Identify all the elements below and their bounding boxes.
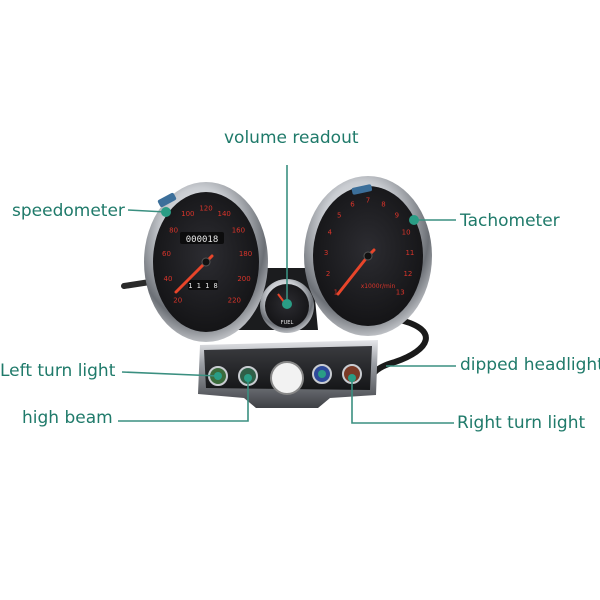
dot-speedometer (161, 207, 171, 217)
label-right-turn-light: Right turn light (457, 413, 586, 433)
pointer-dots (161, 207, 419, 382)
leader-left-turn (121, 371, 219, 377)
tach-tick-5: 5 (337, 212, 341, 220)
trip-window (188, 280, 218, 290)
fuel-label: FUEL (281, 320, 294, 326)
indicator-panel (198, 340, 378, 408)
tach-tick-10: 10 (402, 229, 411, 237)
tachometer-logo-badge (351, 184, 373, 195)
tach-tick-12: 12 (403, 270, 412, 278)
tach-tick-7: 7 (366, 196, 370, 204)
label-left-turn-light: Left turn light (0, 361, 116, 381)
speed-tick-2: 40 (164, 275, 173, 283)
key-hole (270, 361, 304, 395)
speedometer-tick-labels: 20 40 60 80 100 120 140 160 180 200 220 (162, 204, 252, 304)
speed-tick-7: 140 (218, 210, 231, 218)
tach-tick-4: 4 (328, 229, 333, 237)
label-volume-readout: volume readout (224, 128, 359, 148)
tach-tick-6: 6 (350, 200, 355, 208)
tach-tick-8: 8 (381, 200, 385, 208)
trip-readout: 1 1 1 8 (188, 282, 218, 290)
mount-stud (121, 279, 153, 289)
leader-right-turn (351, 378, 454, 424)
leader-high-beam (118, 378, 249, 422)
speed-tick-1: 20 (173, 297, 182, 305)
tach-tick-13: 13 (396, 288, 405, 296)
tach-tick-2: 2 (326, 270, 330, 278)
tach-tick-1: 1 (334, 288, 338, 296)
speedometer-logo-badge (157, 192, 177, 208)
tach-tick-9: 9 (395, 212, 399, 220)
speedometer-hub (201, 257, 211, 267)
speed-tick-11: 220 (228, 297, 241, 305)
dot-volume-readout (282, 299, 292, 309)
label-high-beam: high beam (22, 408, 113, 428)
label-speedometer: speedometer (12, 201, 125, 221)
speed-tick-10: 200 (237, 275, 250, 283)
tach-tick-3: 3 (324, 249, 328, 257)
speed-tick-8: 160 (232, 227, 245, 235)
speedometer-needle (174, 260, 208, 294)
speed-tick-3: 60 (162, 250, 171, 258)
leader-speedometer (127, 209, 167, 213)
dot-left-turn (214, 372, 222, 380)
speed-tick-5: 100 (181, 210, 194, 218)
dot-dipped-headlight (318, 370, 326, 378)
tachometer-needle (336, 254, 370, 296)
speed-tick-4: 80 (169, 227, 178, 235)
dot-tachometer (409, 215, 419, 225)
speedometer-gauge: 20 40 60 80 100 120 140 160 180 200 220 000018 1 1… (144, 182, 268, 342)
label-dipped-headlight: dipped headlight (460, 355, 600, 375)
label-tachometer: Tachometer (460, 211, 560, 231)
tachometer-hub (363, 251, 373, 261)
odometer-window (180, 232, 224, 244)
dot-right-turn (348, 374, 356, 382)
dot-high-beam (244, 374, 252, 382)
tach-tick-11: 11 (405, 249, 414, 257)
leader-lines (118, 165, 456, 424)
odometer-readout: 000018 (186, 235, 219, 245)
speed-tick-6: 120 (199, 204, 212, 212)
tachometer-unit: x1000r/min (361, 283, 396, 290)
speed-tick-9: 180 (239, 250, 252, 258)
